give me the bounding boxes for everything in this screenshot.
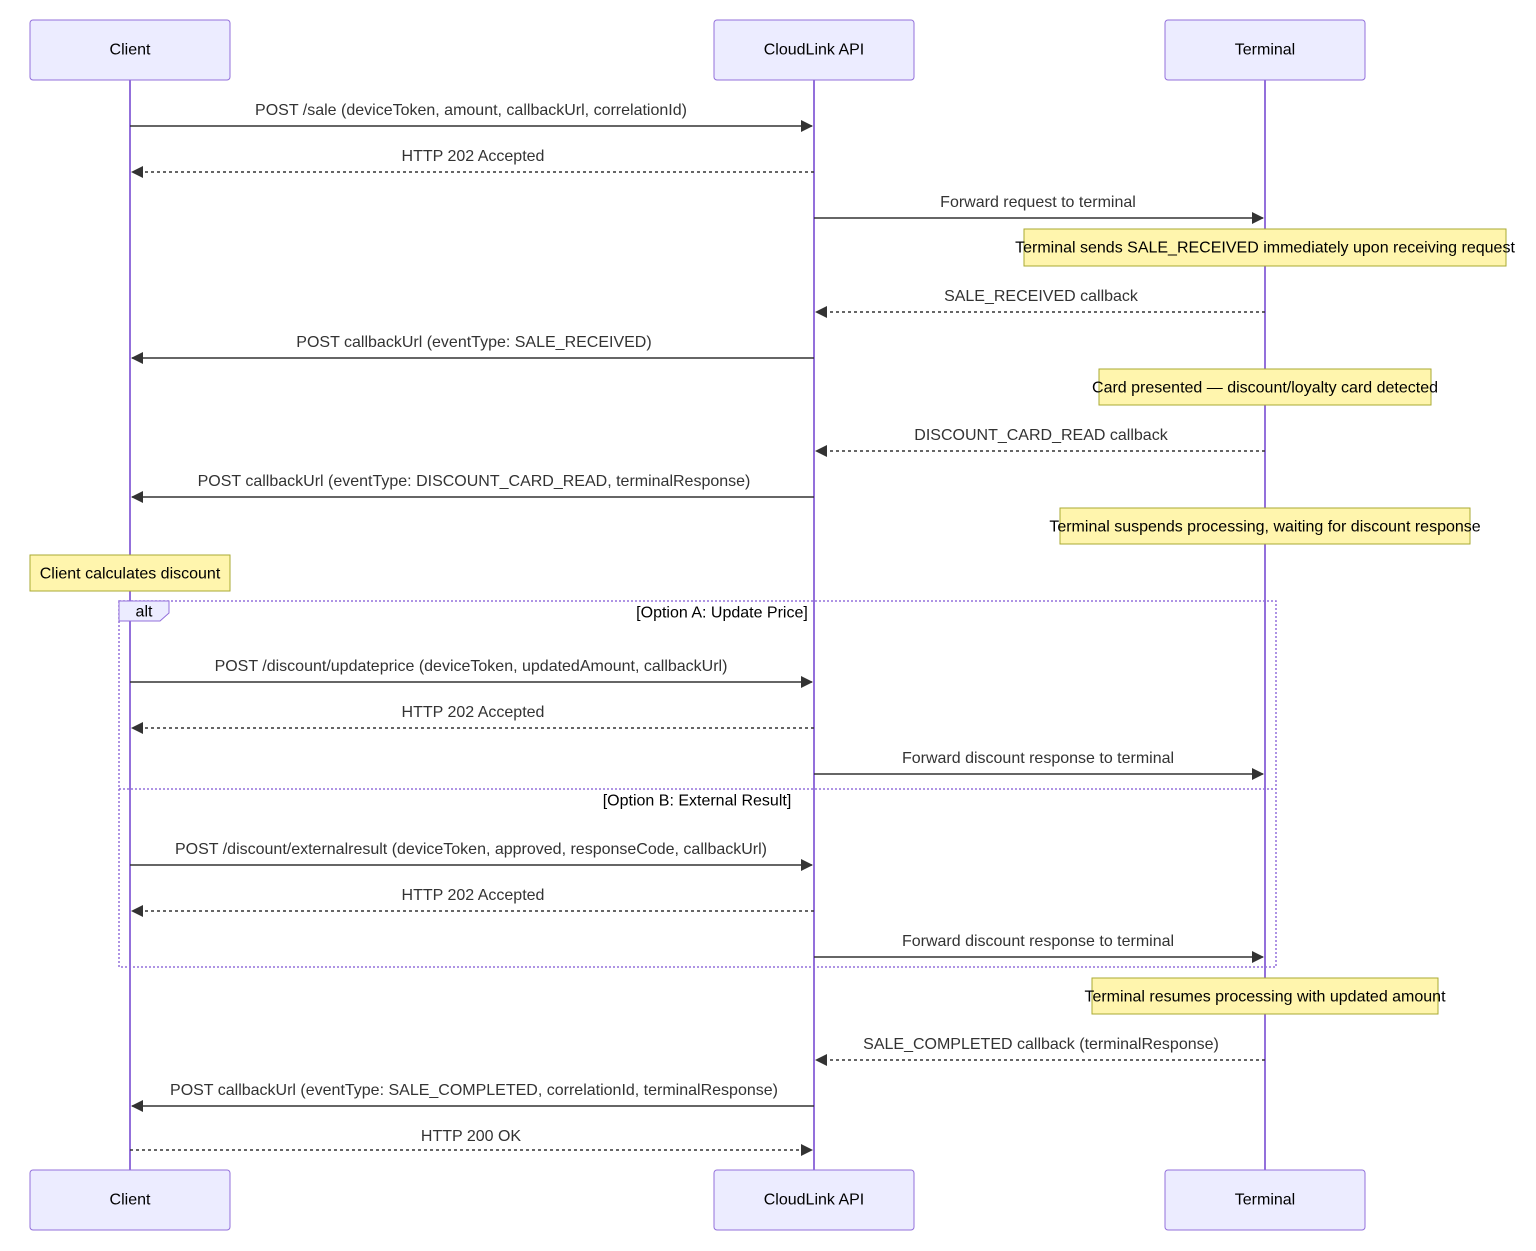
- note-label: Terminal resumes processing with updated…: [1084, 989, 1446, 1006]
- message-label: HTTP 202 Accepted: [402, 148, 545, 165]
- note-terminal-resumes: Terminal resumes processing with updated…: [1084, 977, 1446, 1015]
- alt-frame-label-box: [118, 600, 170, 622]
- participant-label: Terminal: [1235, 1192, 1295, 1209]
- participant-client-bottom: Client: [29, 1169, 231, 1231]
- alt-frame-label: alt: [136, 604, 153, 621]
- participant-label: Client: [110, 1192, 151, 1209]
- note-client-calculates: Client calculates discount: [29, 554, 231, 592]
- participant-label: Terminal: [1235, 42, 1295, 59]
- message-label: POST /discount/externalresult (deviceTok…: [175, 841, 767, 858]
- message-http-202-accepted: HTTP 202 Accepted: [131, 887, 814, 917]
- message-post-discount-externalresult: POST /discount/externalresult (deviceTok…: [130, 841, 813, 871]
- participant-client-top: Client: [29, 19, 231, 81]
- message-label: POST callbackUrl (eventType: DISCOUNT_CA…: [198, 473, 751, 490]
- message-sale-received-callback: SALE_RECEIVED callback: [815, 288, 1265, 318]
- note-sale-received: Terminal sends SALE_RECEIVED immediately…: [1015, 228, 1515, 267]
- participant-box: [713, 1169, 915, 1231]
- message-http-202-accepted: HTTP 202 Accepted: [131, 148, 814, 178]
- alt-option-b-label: [Option B: External Result]: [603, 793, 792, 810]
- participant-box: [29, 19, 231, 81]
- note-box: [1023, 228, 1507, 267]
- message-label: HTTP 202 Accepted: [402, 704, 545, 721]
- message-post-callback-sale-received: POST callbackUrl (eventType: SALE_RECEIV…: [131, 334, 814, 364]
- note-label: Card presented — discount/loyalty card d…: [1092, 380, 1438, 397]
- participant-label: CloudLink API: [764, 42, 865, 59]
- message-label: POST /discount/updateprice (deviceToken,…: [215, 658, 728, 675]
- participant-box: [713, 19, 915, 81]
- message-label: POST callbackUrl (eventType: SALE_RECEIV…: [296, 334, 651, 351]
- participant-terminal-top: Terminal: [1164, 19, 1366, 81]
- message-post-sale: POST /sale (deviceToken, amount, callbac…: [130, 102, 813, 132]
- message-http-202-accepted: HTTP 202 Accepted: [131, 704, 814, 734]
- note-label: Client calculates discount: [40, 566, 221, 583]
- message-label: SALE_COMPLETED callback (terminalRespons…: [863, 1036, 1219, 1053]
- alt-frame: alt [Option A: Update Price] [Option B: …: [118, 600, 1277, 968]
- note-label: Terminal sends SALE_RECEIVED immediately…: [1015, 240, 1515, 257]
- message-label: Forward discount response to terminal: [902, 933, 1174, 950]
- participant-label: Client: [110, 42, 151, 59]
- participant-cloudlink-api-bottom: CloudLink API: [713, 1169, 915, 1231]
- note-box: [1059, 507, 1471, 545]
- message-label: SALE_RECEIVED callback: [944, 288, 1139, 305]
- participant-box: [29, 1169, 231, 1231]
- message-forward-discount-response-a: Forward discount response to terminal: [814, 750, 1264, 780]
- note-box: [1091, 977, 1439, 1015]
- message-sale-completed-callback: SALE_COMPLETED callback (terminalRespons…: [815, 1036, 1265, 1066]
- message-label: POST callbackUrl (eventType: SALE_COMPLE…: [170, 1082, 778, 1099]
- message-label: Forward discount response to terminal: [902, 750, 1174, 767]
- message-label: DISCOUNT_CARD_READ callback: [914, 427, 1168, 444]
- message-http-200-ok: HTTP 200 OK: [130, 1128, 813, 1156]
- message-discount-card-read-callback: DISCOUNT_CARD_READ callback: [815, 427, 1265, 457]
- alt-option-a-label: [Option A: Update Price]: [636, 605, 808, 622]
- participant-box: [1164, 19, 1366, 81]
- message-forward-request: Forward request to terminal: [814, 194, 1264, 224]
- message-label: Forward request to terminal: [940, 194, 1136, 211]
- participant-cloudlink-api-top: CloudLink API: [713, 19, 915, 81]
- message-forward-discount-response-b: Forward discount response to terminal: [814, 933, 1264, 963]
- note-terminal-suspends: Terminal suspends processing, waiting fo…: [1049, 507, 1481, 545]
- note-label: Terminal suspends processing, waiting fo…: [1049, 519, 1480, 536]
- message-label: POST /sale (deviceToken, amount, callbac…: [255, 102, 687, 119]
- alt-frame-border: [118, 600, 1277, 968]
- message-label: HTTP 202 Accepted: [402, 887, 545, 904]
- message-post-discount-updateprice: POST /discount/updateprice (deviceToken,…: [130, 658, 813, 688]
- note-card-presented: Card presented — discount/loyalty card d…: [1092, 368, 1438, 406]
- message-label: HTTP 200 OK: [421, 1128, 522, 1145]
- participant-box: [1164, 1169, 1366, 1231]
- participant-label: CloudLink API: [764, 1192, 865, 1209]
- participant-terminal-bottom: Terminal: [1164, 1169, 1366, 1231]
- message-post-callback-discount-card-read: POST callbackUrl (eventType: DISCOUNT_CA…: [131, 473, 814, 503]
- note-box: [1098, 368, 1432, 406]
- message-post-callback-sale-completed: POST callbackUrl (eventType: SALE_COMPLE…: [131, 1082, 814, 1112]
- note-box: [29, 554, 231, 592]
